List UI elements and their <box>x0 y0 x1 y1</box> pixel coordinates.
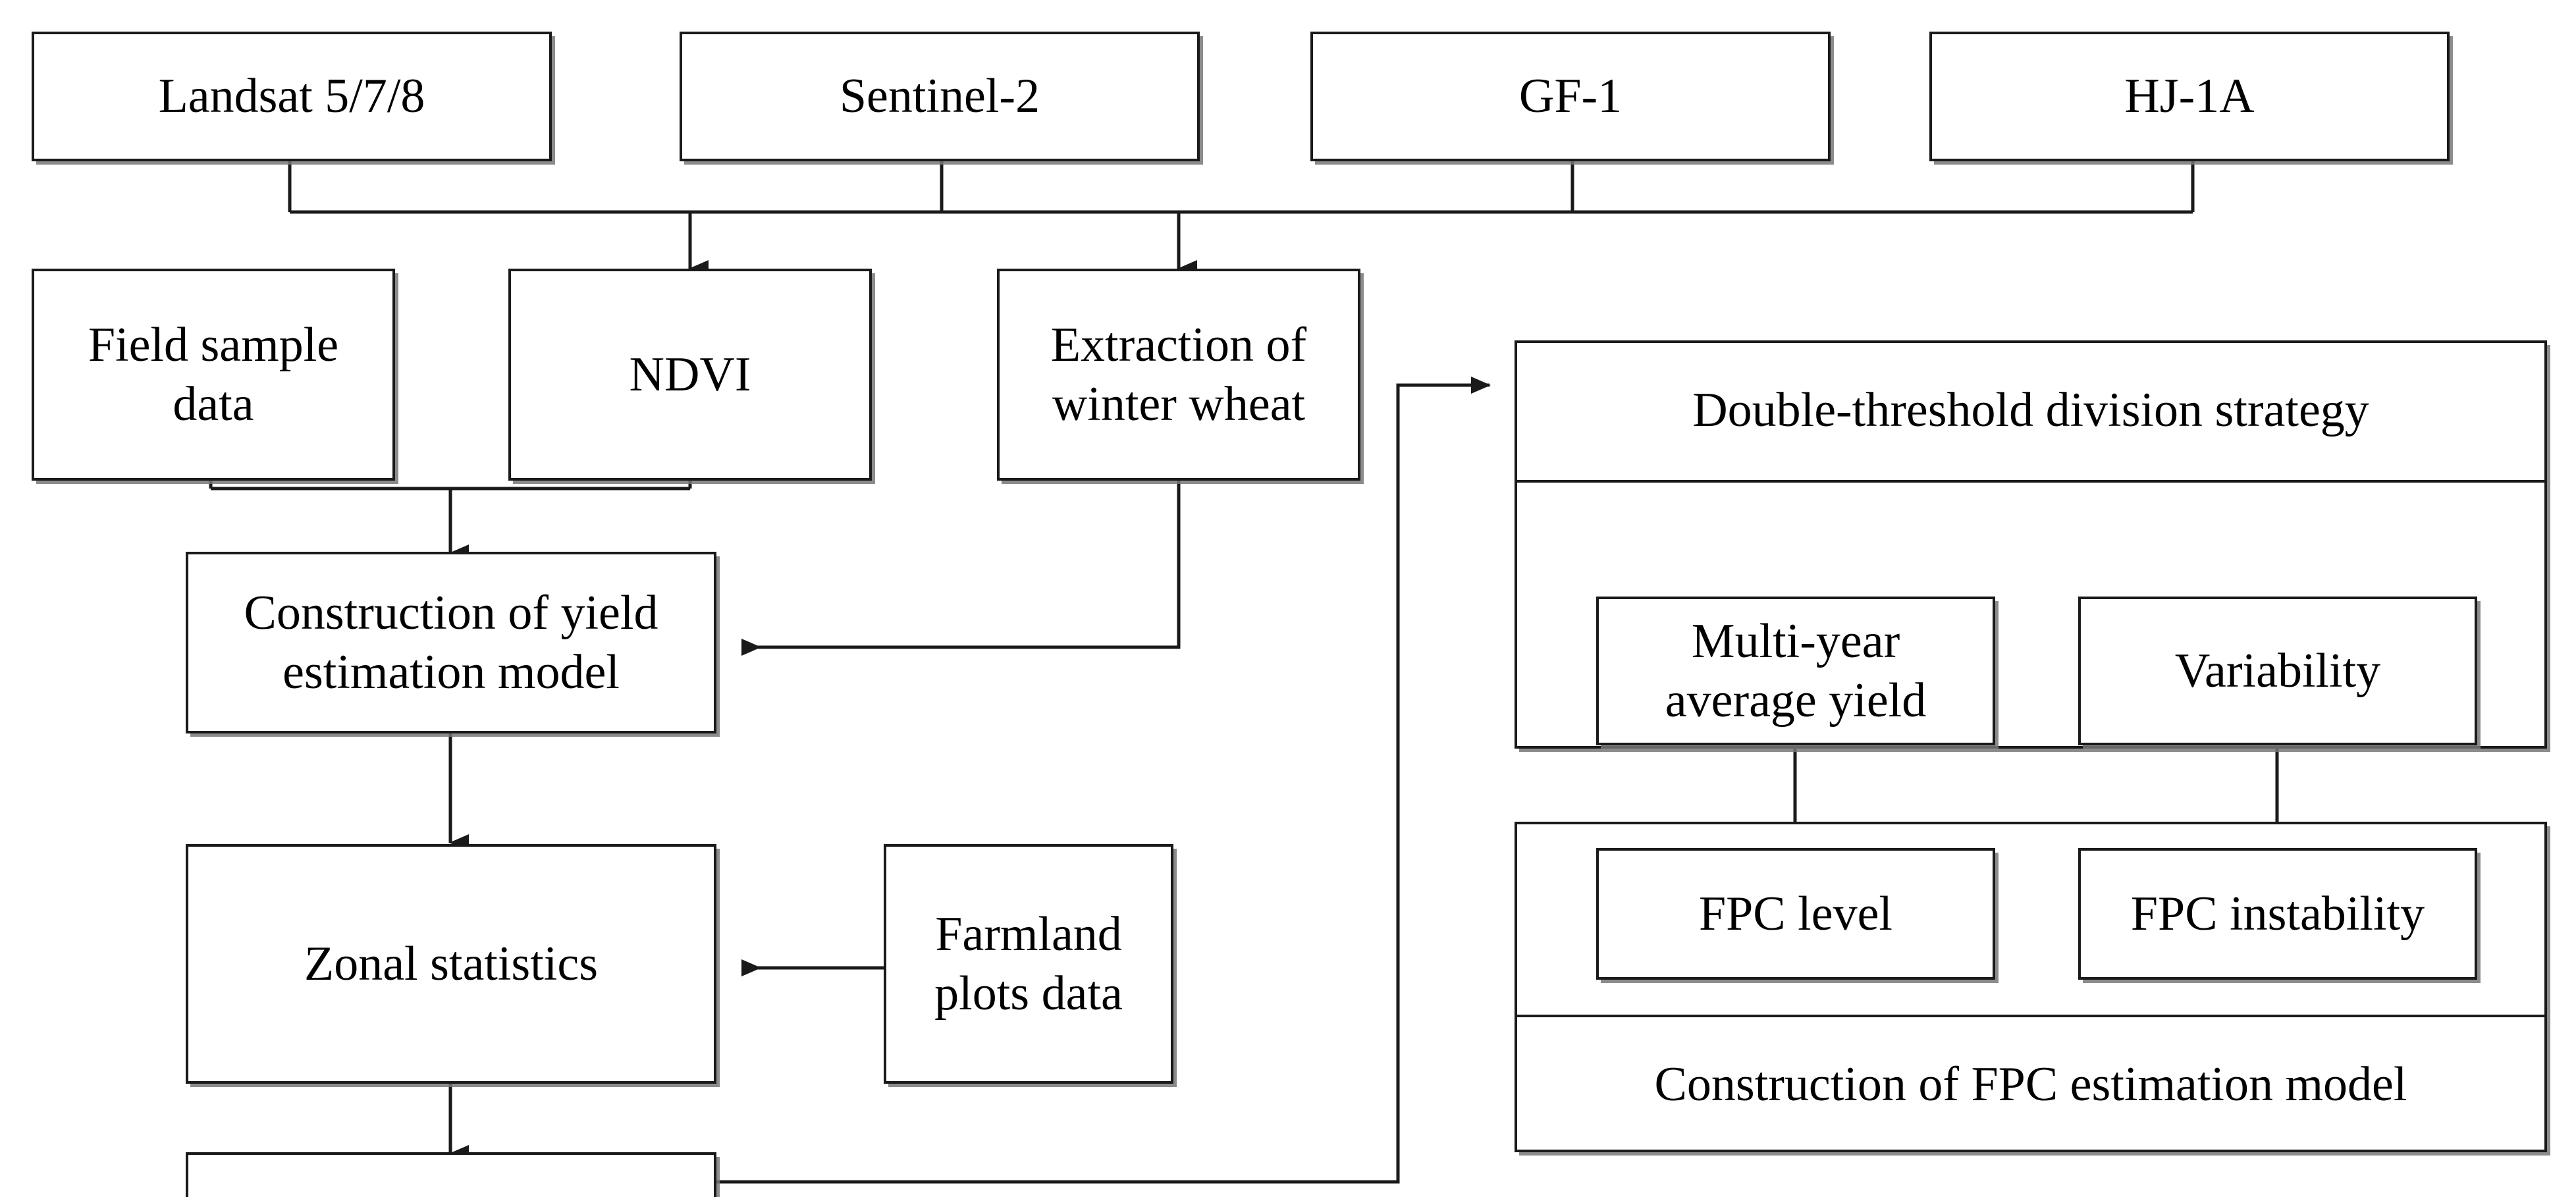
node-fpc-level-label: FPC level <box>1699 886 1892 941</box>
panel-divider-double-threshold <box>1515 480 2547 483</box>
panel-divider-fpc-estimation <box>1515 1015 2547 1017</box>
node-zonal-statistics-label: Zonal statistics <box>304 936 598 991</box>
node-sentinel[interactable]: Sentinel-2 <box>680 32 1200 161</box>
node-winter-wheat-yield[interactable]: Winter wheat yield <box>186 1152 716 1197</box>
node-variability-label: Variability <box>2174 643 2381 698</box>
node-fpc-level[interactable]: FPC level <box>1596 848 1995 980</box>
panel-footer-fpc-estimation-label: Construction of FPC estimation model <box>1654 1057 2407 1111</box>
node-variability[interactable]: Variability <box>2078 597 2477 745</box>
node-ndvi[interactable]: NDVI <box>508 269 872 481</box>
node-field-sample-data-label: Field sample data <box>88 317 339 431</box>
node-landsat-label: Landsat 5/7/8 <box>158 69 425 124</box>
node-extraction-winter-wheat-label: Extraction of winter wheat <box>1050 317 1307 431</box>
node-field-sample-data[interactable]: Field sample data <box>32 269 395 481</box>
node-farmland-plots-data[interactable]: Farmland plots data <box>884 844 1173 1084</box>
node-sentinel-label: Sentinel-2 <box>839 69 1040 124</box>
node-hj1a-label: HJ-1A <box>2124 69 2255 124</box>
edge-extraction-to-yieldmodel <box>741 481 1181 656</box>
node-hj1a[interactable]: HJ-1A <box>1929 32 2450 161</box>
node-multi-year-average-yield[interactable]: Multi-year average yield <box>1596 597 1995 745</box>
node-farmland-plots-data-label: Farmland plots data <box>934 907 1123 1021</box>
panel-footer-fpc-estimation: Construction of FPC estimation model <box>1515 1017 2547 1152</box>
node-fpc-instability-label: FPC instability <box>2130 886 2425 941</box>
node-zonal-statistics[interactable]: Zonal statistics <box>186 844 716 1084</box>
node-ndvi-label: NDVI <box>629 347 751 402</box>
node-gf1[interactable]: GF-1 <box>1310 32 1831 161</box>
node-yield-estimation-model-label: Construction of yield estimation model <box>244 585 658 699</box>
node-landsat[interactable]: Landsat 5/7/8 <box>32 32 552 161</box>
node-yield-estimation-model[interactable]: Construction of yield estimation model <box>186 552 716 733</box>
node-extraction-winter-wheat[interactable]: Extraction of winter wheat <box>997 269 1360 481</box>
panel-header-double-threshold: Double-threshold division strategy <box>1515 342 2547 478</box>
node-gf1-label: GF-1 <box>1518 69 1623 124</box>
node-multi-year-average-yield-label: Multi-year average yield <box>1665 614 1927 728</box>
panel-header-double-threshold-label: Double-threshold division strategy <box>1692 383 2369 437</box>
node-fpc-instability[interactable]: FPC instability <box>2078 848 2477 980</box>
